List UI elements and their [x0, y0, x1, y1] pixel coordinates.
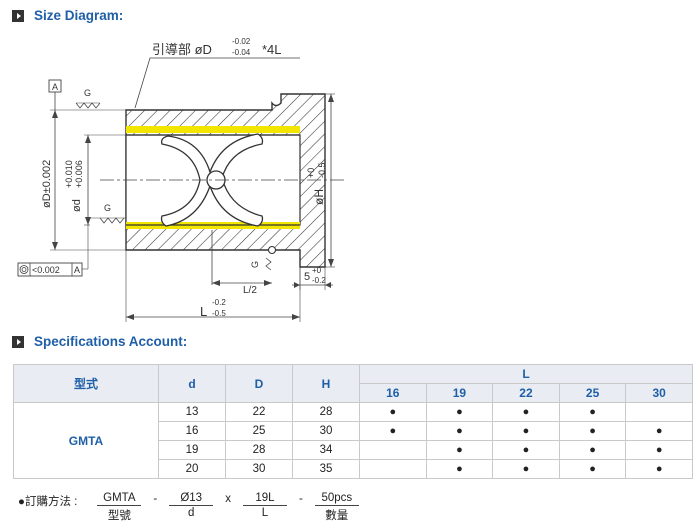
- cell-mark: ●: [492, 421, 560, 441]
- col-L-19: 19: [425, 383, 494, 403]
- table-row: 16 25 30 ● ● ● ● ●: [14, 421, 693, 441]
- svg-text:<0.002: <0.002: [32, 265, 60, 275]
- cell-d: 20: [158, 459, 226, 479]
- cell-d: 13: [158, 402, 226, 422]
- size-diagram-header: Size Diagram:: [12, 8, 123, 23]
- cell-mark: [625, 402, 693, 422]
- cell-mark: ●: [425, 440, 494, 460]
- cell-H: 30: [292, 421, 360, 441]
- cell-d: 19: [158, 440, 226, 460]
- order-separator: -: [298, 493, 303, 505]
- groove-top: [126, 126, 300, 133]
- svg-text:L/2: L/2: [243, 285, 257, 296]
- arrow-right-icon: [12, 9, 24, 22]
- svg-text:-0.2: -0.2: [212, 298, 226, 307]
- svg-text:-0.02: -0.02: [232, 37, 251, 46]
- bushing-size-diagram: 引導部 øD -0.02 -0.04 *4L A G G G øD±0.002 …: [17, 37, 345, 322]
- size-diagram-title: Size Diagram:: [34, 8, 124, 23]
- cell-H: 34: [292, 440, 360, 460]
- arrow-right-icon: [12, 335, 24, 348]
- cell-H: 28: [292, 402, 360, 422]
- svg-text:L: L: [200, 304, 207, 319]
- cell-D: 22: [225, 402, 293, 422]
- svg-text:5: 5: [304, 271, 310, 283]
- specifications-header: Specifications Account:: [12, 334, 187, 349]
- cell-mark: ●: [425, 421, 494, 441]
- svg-text:øH: øH: [312, 189, 326, 205]
- col-L-22: 22: [492, 383, 560, 403]
- col-H: H: [292, 364, 360, 403]
- svg-text:G: G: [84, 88, 91, 98]
- order-label: ●訂購方法 :: [18, 496, 78, 508]
- svg-text:*4L: *4L: [262, 42, 282, 57]
- col-d: d: [158, 364, 226, 403]
- cell-mark: ●: [492, 440, 560, 460]
- cell-H: 35: [292, 459, 360, 479]
- guide-label: 引導部 øD: [152, 42, 212, 57]
- cell-mark: ●: [558, 421, 627, 441]
- svg-text:+0.006: +0.006: [74, 160, 84, 188]
- spec-table: 型式 d D H L 16 19 22 25 30 GMTA 13 22 28 …: [13, 364, 693, 479]
- cell-mark: ●: [625, 440, 693, 460]
- order-method: ●訂購方法 : GMTA 型號 - Ø13 d x 19L L - 50pcs …: [18, 492, 365, 523]
- cell-mark: ●: [425, 459, 494, 479]
- svg-text:-0.5: -0.5: [317, 162, 327, 178]
- cell-mark: ●: [558, 402, 627, 422]
- svg-text:-0.5: -0.5: [212, 309, 226, 318]
- table-header-row: 型式 d D H L: [13, 364, 693, 403]
- svg-text:øD±0.002: øD±0.002: [41, 160, 53, 208]
- svg-text:+0: +0: [312, 266, 322, 275]
- cell-mark: [359, 459, 427, 479]
- cell-mark: ●: [359, 402, 427, 422]
- cell-D: 25: [225, 421, 293, 441]
- svg-text:G: G: [104, 203, 111, 213]
- col-L-16: 16: [359, 383, 427, 403]
- cell-D: 28: [225, 440, 293, 460]
- cell-mark: ●: [625, 421, 693, 441]
- cell-mark: ●: [359, 421, 427, 441]
- table-subheader-row: 16 19 22 25 30: [14, 383, 693, 403]
- svg-text:G: G: [250, 261, 260, 268]
- cell-mark: ●: [492, 459, 560, 479]
- svg-text:-0.04: -0.04: [232, 48, 251, 57]
- col-L: L: [359, 364, 693, 384]
- order-separator: x: [225, 493, 231, 505]
- svg-text:+0.010: +0.010: [64, 160, 74, 188]
- cell-d: 16: [158, 421, 226, 441]
- cell-mark: ●: [425, 402, 494, 422]
- model-cell: GMTA: [13, 402, 159, 479]
- svg-text:A: A: [52, 82, 58, 92]
- cell-mark: ●: [492, 402, 560, 422]
- svg-text:+0: +0: [306, 168, 316, 178]
- table-row: GMTA 13 22 28 ● ● ● ●: [13, 402, 693, 479]
- col-D: D: [225, 364, 293, 403]
- table-row: 19 28 34 ● ● ● ●: [14, 440, 693, 460]
- svg-text:-0.2: -0.2: [312, 276, 326, 285]
- order-item-qty: 50pcs 數量: [314, 492, 359, 523]
- col-model: 型式: [13, 364, 159, 403]
- cell-mark: ●: [625, 459, 693, 479]
- order-item-d: Ø13 d: [169, 492, 214, 519]
- cell-mark: [359, 440, 427, 460]
- col-L-25: 25: [558, 383, 627, 403]
- specifications-title: Specifications Account:: [34, 334, 188, 349]
- col-L-30: 30: [625, 383, 693, 403]
- svg-text:ød: ød: [71, 199, 83, 212]
- order-item-L: 19L L: [242, 492, 287, 519]
- cell-D: 30: [225, 459, 293, 479]
- svg-text:A: A: [74, 265, 80, 275]
- cell-mark: ●: [558, 459, 627, 479]
- table-row: 20 30 35 ● ● ● ●: [14, 459, 693, 479]
- cell-mark: ●: [558, 440, 627, 460]
- order-item-model: GMTA 型號: [97, 492, 142, 523]
- order-separator: -: [153, 493, 158, 505]
